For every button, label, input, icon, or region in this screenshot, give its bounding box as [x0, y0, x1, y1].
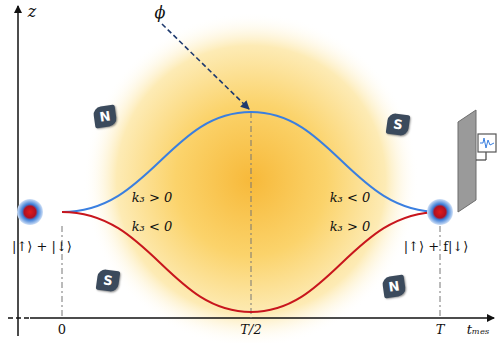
- magnet-badge: S: [96, 268, 121, 292]
- magnet-letter: N: [388, 278, 401, 294]
- state-label: |↑⟩ + |↓⟩: [12, 240, 72, 254]
- tick-label: T/2: [240, 323, 261, 337]
- tick-label: T: [436, 323, 445, 337]
- gradient-label: k₃ > 0: [132, 191, 173, 205]
- state-label: |↑⟩ + f|↓⟩: [404, 240, 469, 254]
- magnet-badge: S: [386, 112, 411, 136]
- magnet-badge: N: [382, 274, 407, 298]
- gradient-label: k₃ < 0: [330, 191, 371, 205]
- gradient-label: k₃ < 0: [132, 220, 173, 234]
- axis-label: tₘₑₛ: [467, 323, 490, 337]
- magnet-letter: N: [99, 108, 112, 124]
- gradient-label: k₃ > 0: [330, 220, 371, 234]
- phase-label: ϕ: [155, 4, 166, 22]
- axis-label: z: [28, 3, 36, 21]
- magnet-letter: S: [392, 116, 403, 132]
- tick-label: 0: [58, 323, 66, 337]
- magnet-letter: S: [102, 272, 113, 288]
- magnet-badge: N: [93, 104, 118, 128]
